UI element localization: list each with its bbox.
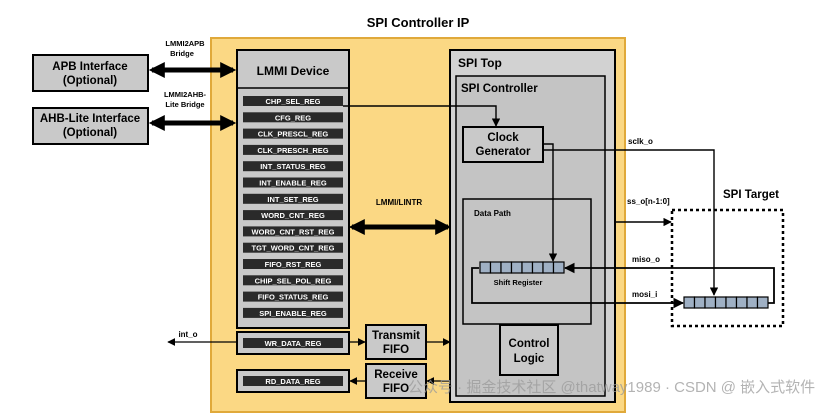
shift-register-cell [510, 261, 523, 274]
shift-register-cells [479, 261, 565, 274]
register-bar [243, 144, 343, 155]
mosi-i-line [471, 267, 685, 309]
ahb-interface-box: AHB-Lite Interface (Optional) [32, 107, 149, 145]
register-bar [243, 161, 343, 172]
wr-data-reg-label: WR_DATA_REG [265, 339, 322, 348]
register-label: CHIP_SEL_POL_REG [255, 276, 332, 285]
shift-register-cell [542, 261, 555, 274]
shift-register-cell [479, 261, 492, 274]
shift-register-label: Shift Register [494, 278, 543, 287]
register-label: INT_ENABLE_REG [259, 179, 327, 188]
mosi-i-label: mosi_i [632, 290, 657, 299]
register-bar [243, 242, 343, 253]
apb-bridge-label-2: Bridge [170, 49, 194, 58]
register-label: FIFO_STATUS_REG [258, 293, 329, 302]
shift-register-cell [521, 261, 534, 274]
register-bar [243, 226, 343, 237]
clock-generator-label: Clock [487, 132, 519, 144]
shift-register-cell [693, 296, 706, 309]
register-bar [243, 275, 343, 286]
ahb-interface-optional: (Optional) [63, 127, 117, 139]
register-label: INT_STATUS_REG [260, 162, 326, 171]
clock-generator-block: Clock Generator [462, 126, 544, 163]
receive-fifo-block: Receive FIFO [365, 363, 427, 399]
control-logic-label: Control [509, 338, 550, 350]
shift-register-cell [735, 296, 748, 309]
transmit-fifo-label-2: FIFO [383, 344, 409, 356]
ss-o-label: ss_o[n-1:0] [627, 197, 670, 206]
register-bar [243, 177, 343, 188]
shift-register-cell [531, 261, 544, 274]
register-label: CFG_REG [275, 113, 311, 122]
spi-controller-title: SPI Controller [461, 83, 538, 95]
register-label: WORD_CNT_RST_REG [252, 227, 335, 236]
wr-data-reg-bar [243, 338, 343, 348]
cfg-to-clock-arrow [343, 105, 501, 127]
miso-o-line [563, 262, 775, 304]
rd-data-reg-bar [243, 376, 343, 386]
shift-register-cell [704, 296, 717, 309]
register-label: SPI_ENABLE_REG [259, 309, 327, 318]
register-label: INT_SET_REG [267, 195, 318, 204]
clock-to-shift-arrow [543, 143, 558, 262]
register-label: CHP_SEL_REG [265, 97, 320, 106]
int-o-label: int_o [178, 330, 197, 339]
data-path-label: Data Path [474, 209, 511, 218]
register-bar [243, 112, 343, 123]
ahb-interface-label: AHB-Lite Interface [40, 113, 140, 125]
register-label: CLK_PRESCH_REG [257, 146, 328, 155]
apb-interface-label: APB Interface [52, 61, 127, 73]
diagram-title: SPI Controller IP [367, 15, 470, 30]
apb-interface-optional: (Optional) [63, 75, 117, 87]
register-label: CLK_PRESCL_REG [258, 130, 329, 139]
shift-register-cell [725, 296, 738, 309]
ahb-bridge-label: LMMI2AHB- [164, 90, 207, 99]
register-bar [243, 291, 343, 302]
rd-data-reg-label: RD_DATA_REG [265, 377, 320, 386]
register-label: TGT_WORD_CNT_REG [252, 244, 335, 253]
shift-register-cell [500, 261, 513, 274]
register-bar [243, 96, 343, 106]
sclk-o-line [543, 149, 719, 296]
register-bar [243, 307, 343, 318]
lmmi-lintr-label: LMMI/LINTR [376, 198, 422, 207]
transmit-fifo-block: Transmit FIFO [365, 324, 427, 360]
register-bar [243, 259, 343, 269]
lmmi-device-block [236, 49, 350, 329]
register-label: FIFO_RST_REG [265, 260, 322, 269]
register-bar [243, 128, 343, 139]
control-logic-block: Control Logic [499, 324, 559, 376]
register-bar [243, 210, 343, 221]
apb-interface-box: APB Interface (Optional) [32, 54, 149, 92]
spi-target-label: SPI Target [723, 189, 779, 201]
apb-bridge-label: LMMI2APB [165, 39, 205, 48]
shift-register-cell [683, 296, 696, 309]
register-list: CHP_SEL_REG CFG_REG CLK_PRESCL_REG CLK_PRES… [243, 96, 343, 318]
clock-generator-label-2: Generator [476, 146, 531, 158]
shift-register-cell [552, 261, 565, 274]
watermark-text: 公众号 · 掘金技术社区 @thatway1989 · CSDN @ 嵌入式软件 [408, 379, 815, 396]
lmmi-device-title: LMMI Device [257, 64, 330, 78]
miso-o-label: miso_o [632, 255, 660, 264]
shift-register-cell [714, 296, 727, 309]
shift-register-cell [756, 296, 769, 309]
sclk-o-label: sclk_o [628, 137, 653, 146]
receive-fifo-label-2: FIFO [383, 383, 409, 395]
shift-register-cell [489, 261, 502, 274]
control-logic-label-2: Logic [514, 353, 545, 365]
receive-fifo-label: Receive [374, 369, 417, 381]
spi-top-title: SPI Top [458, 56, 502, 70]
ahb-bridge-label-2: Lite Bridge [165, 100, 204, 109]
transmit-fifo-label: Transmit [372, 330, 420, 342]
register-label: WORD_CNT_REG [261, 211, 325, 220]
shift-register-cell [746, 296, 759, 309]
target-shift-register-cells [683, 296, 769, 309]
register-bar [243, 193, 343, 204]
